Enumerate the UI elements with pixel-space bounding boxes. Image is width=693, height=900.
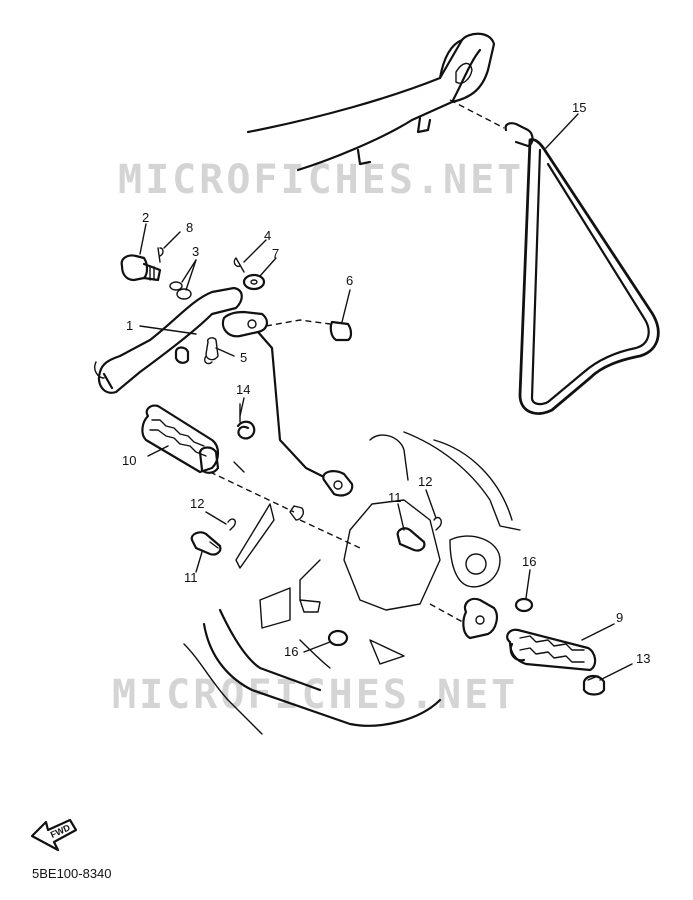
part-8-cotter-pin bbox=[157, 247, 164, 263]
fwd-arrow-icon: FWD bbox=[30, 818, 78, 852]
callout-12-right: 12 bbox=[418, 474, 432, 489]
part-11-bolt-right bbox=[396, 527, 426, 552]
part-6-clevis-pin bbox=[265, 319, 353, 342]
part-13-clip bbox=[582, 674, 606, 696]
part-2-pivot-bolt bbox=[120, 254, 162, 282]
callout-9: 9 bbox=[616, 610, 623, 625]
callout-16-left: 16 bbox=[284, 644, 298, 659]
diagram-code: 5BE100-8340 bbox=[32, 866, 112, 881]
callout-6: 6 bbox=[346, 273, 353, 288]
frame-outline bbox=[246, 32, 496, 172]
callout-16-right: 16 bbox=[522, 554, 536, 569]
callout-7: 7 bbox=[272, 246, 279, 261]
brake-rod bbox=[256, 330, 354, 497]
leader-lines bbox=[139, 113, 633, 681]
callout-15: 15 bbox=[572, 100, 586, 115]
part-12-pin-right bbox=[433, 516, 443, 531]
part-9-right-footrest bbox=[462, 597, 597, 672]
callout-11-right: 11 bbox=[388, 490, 402, 505]
part-16-washer-left bbox=[327, 629, 349, 647]
callout-5: 5 bbox=[240, 350, 247, 365]
callout-12-left: 12 bbox=[190, 496, 204, 511]
part-11-bolt-left bbox=[190, 531, 222, 556]
callout-14: 14 bbox=[236, 382, 250, 397]
part-7-washer bbox=[242, 273, 266, 291]
callout-13: 13 bbox=[636, 651, 650, 666]
callout-4: 4 bbox=[264, 228, 271, 243]
part-16-washer-right bbox=[514, 597, 534, 613]
part-10-left-footrest bbox=[141, 404, 295, 513]
callout-10: 10 bbox=[122, 453, 136, 468]
watermark-top: MICROFICHES.NET bbox=[118, 157, 524, 203]
part-14-return-spring bbox=[236, 403, 256, 440]
part-4-cotter-pin bbox=[233, 257, 245, 273]
part-5-spring-pin bbox=[174, 337, 219, 365]
callout-8: 8 bbox=[186, 220, 193, 235]
callout-1: 1 bbox=[126, 318, 133, 333]
part-3-o-rings bbox=[169, 281, 192, 300]
part-1-brake-pedal bbox=[94, 286, 268, 394]
callout-2: 2 bbox=[142, 210, 149, 225]
callout-3: 3 bbox=[192, 244, 199, 259]
engine-outline bbox=[183, 431, 521, 735]
part-12-pin-left bbox=[227, 518, 237, 531]
part-15-frame-loop bbox=[449, 99, 660, 415]
callout-11-left: 11 bbox=[184, 570, 198, 585]
